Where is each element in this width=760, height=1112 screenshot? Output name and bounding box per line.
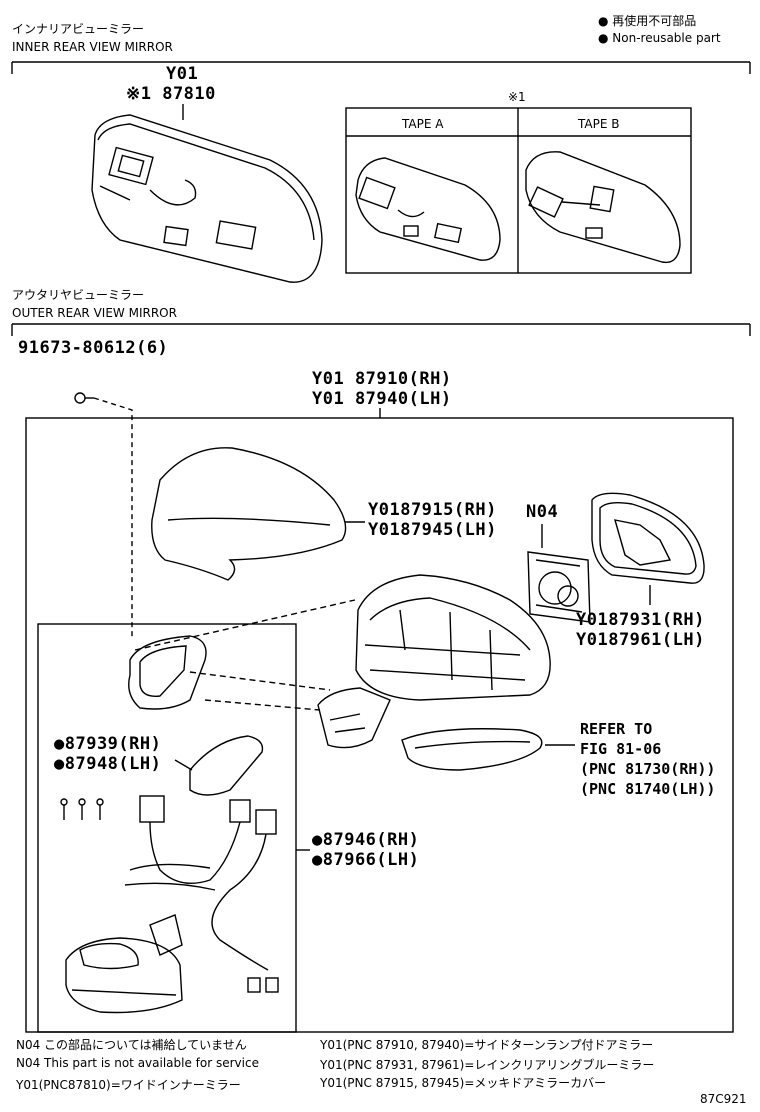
outer-section-title-en: OUTER REAR VIEW MIRROR: [12, 306, 177, 320]
mirror-glass-lh[interactable]: Y0187961(LH): [576, 630, 705, 650]
part-87948-lh[interactable]: ●87948(LH): [54, 754, 162, 774]
mirror-cover-illustration: [151, 447, 365, 581]
inner-mirror-part-number[interactable]: ※1 87810: [126, 84, 216, 104]
section-divider-outer: [11, 323, 751, 336]
inner-section-title-en: INNER REAR VIEW MIRROR: [12, 40, 173, 54]
refer-pnc-lh: (PNC 81740(LH)): [580, 780, 716, 798]
outer-section-title-jp: アウタリヤビューミラー: [12, 288, 145, 302]
inner-mirror-tape-inset: [345, 107, 692, 274]
part-87946-rh[interactable]: ●87946(RH): [312, 830, 420, 850]
mirror-base-frame-illustration: [128, 635, 207, 710]
footnote-y01-chrome-cover: Y01(PNC 87915, 87945)=メッキドアミラーカバー: [320, 1076, 607, 1090]
wire-harness-illustration: [124, 795, 310, 993]
mirror-cover-lh[interactable]: Y0187945(LH): [368, 520, 497, 540]
mirror-cover-rh[interactable]: Y0187915(RH): [368, 500, 497, 520]
footnote-y01-rain-clearing: Y01(PNC 87931, 87961)=レインクリアリングブルーミラー: [320, 1058, 655, 1072]
screw-part-number[interactable]: 91673-80612(6): [18, 338, 169, 358]
pivot-motor-illustration: [65, 914, 183, 1014]
outer-assembly-lh[interactable]: Y01 87940(LH): [312, 389, 452, 409]
screw-illustration: [74, 392, 133, 640]
inner-section-title-jp: インナリアビューミラー: [12, 22, 145, 36]
mirror-glass-rh[interactable]: Y0187931(RH): [576, 610, 705, 630]
inner-inset-mark: ※1: [508, 90, 526, 104]
mirror-housing-illustration: [317, 574, 551, 749]
refer-to-label: REFER TO: [580, 720, 653, 738]
figure-number: 87C921: [700, 1092, 747, 1106]
side-turn-lamp-illustration: [401, 728, 575, 771]
legend-non-reusable-en: ● Non-reusable part: [598, 31, 721, 45]
mirror-glass-illustration: [591, 492, 705, 605]
section-divider-inner: [11, 61, 751, 74]
footnote-y01-inner: Y01(PNC87810)=ワイドインナーミラー: [16, 1078, 241, 1092]
legend-non-reusable-jp: ● 再使用不可部品: [598, 14, 697, 28]
mirror-base-cover-illustration: [174, 735, 264, 796]
n04-actuator-illustration: [527, 524, 591, 623]
small-screws-illustration: [60, 798, 104, 820]
footnote-n04-jp: N04 この部品については補給していません: [16, 1038, 247, 1052]
inner-mirror-illustration: [91, 104, 323, 283]
inner-mirror-code: Y01: [166, 64, 199, 84]
refer-fig-link[interactable]: FIG 81-06: [580, 740, 662, 758]
outer-assembly-frame: [25, 408, 734, 1033]
part-87966-lh[interactable]: ●87966(LH): [312, 850, 420, 870]
tape-b-label: TAPE B: [578, 117, 620, 131]
tape-a-label: TAPE A: [402, 117, 444, 131]
refer-pnc-rh: (PNC 81730(RH)): [580, 760, 716, 778]
n04-label[interactable]: N04: [526, 502, 559, 522]
outer-assembly-rh[interactable]: Y01 87910(RH): [312, 369, 452, 389]
part-87939-rh[interactable]: ●87939(RH): [54, 734, 162, 754]
assembly-guide-lines: [134, 599, 356, 711]
footnote-n04-en: N04 This part is not available for servi…: [16, 1056, 259, 1070]
footnote-y01-turn-lamp: Y01(PNC 87910, 87940)=サイドターンランプ付ドアミラー: [320, 1038, 654, 1052]
